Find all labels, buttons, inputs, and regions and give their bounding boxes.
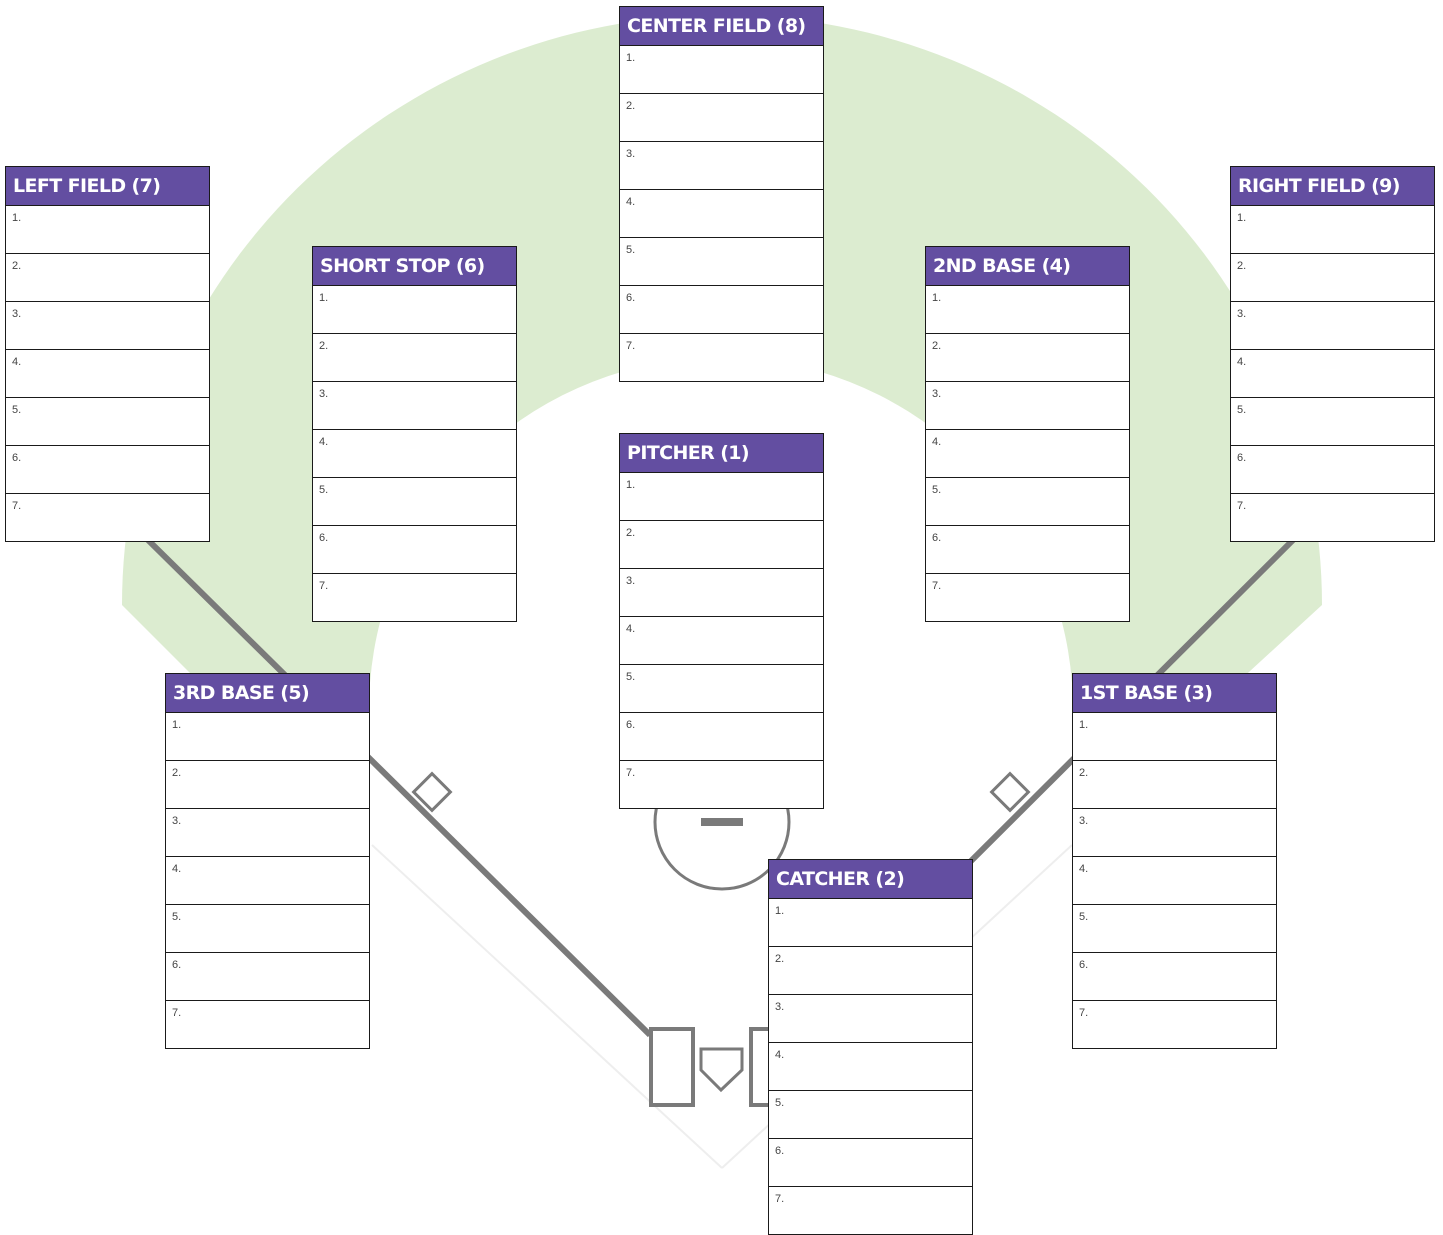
position-title: LEFT FIELD (7): [6, 167, 209, 206]
third-base-card: 3RD BASE (5)1.2.3.4.5.6. 7.: [165, 673, 370, 1049]
player-slot[interactable]: 1.: [769, 899, 972, 947]
player-slot[interactable]: 3.: [1073, 809, 1276, 857]
player-slot[interactable]: 5.: [6, 398, 209, 446]
player-slot[interactable]: 2.: [769, 947, 972, 995]
right-field-card: RIGHT FIELD (9)1.2.3.4.5.6. 7.: [1230, 166, 1435, 542]
player-slot[interactable]: 7.: [932, 580, 942, 592]
player-slot[interactable]: 6.: [620, 286, 823, 334]
player-slot[interactable]: 1.: [620, 46, 823, 94]
player-slot[interactable]: 5.: [769, 1091, 972, 1139]
third-base-bag: [411, 771, 453, 813]
position-title: CATCHER (2): [769, 860, 972, 899]
position-title: 3RD BASE (5): [166, 674, 369, 713]
position-title: CENTER FIELD (8): [620, 7, 823, 46]
player-slot[interactable]: 7.: [12, 500, 22, 512]
player-slot[interactable]: 3.: [620, 569, 823, 617]
player-slot[interactable]: 5.: [313, 478, 516, 526]
player-slot[interactable]: 6.: [769, 1139, 972, 1187]
player-slot[interactable]: 7.: [1237, 500, 1247, 512]
player-slot[interactable]: 6.: [620, 713, 823, 761]
first-base-bag: [989, 771, 1031, 813]
player-slot[interactable]: 6.: [313, 526, 516, 574]
first-base-card: 1ST BASE (3)1.2.3.4.5.6. 7.: [1072, 673, 1277, 1049]
player-slot[interactable]: 7.: [1079, 1007, 1089, 1019]
short-stop-card: SHORT STOP (6)1.2.3.4.5.6. 7.: [312, 246, 517, 622]
player-slot[interactable]: 5.: [926, 478, 1129, 526]
player-slot[interactable]: 3.: [166, 809, 369, 857]
player-slot[interactable]: 4.: [6, 350, 209, 398]
player-slot[interactable]: 2.: [1073, 761, 1276, 809]
center-field-card: CENTER FIELD (8)1.2.3.4.5.6. 7.: [619, 6, 824, 382]
player-slot[interactable]: 2.: [620, 94, 823, 142]
player-slot[interactable]: 3.: [313, 382, 516, 430]
player-slot[interactable]: 1.: [926, 286, 1129, 334]
player-slot[interactable]: 5.: [1231, 398, 1434, 446]
player-slot[interactable]: 6.: [926, 526, 1129, 574]
player-slot[interactable]: 5.: [620, 238, 823, 286]
player-slot[interactable]: 1.: [166, 713, 369, 761]
player-slot[interactable]: 2.: [1231, 254, 1434, 302]
player-slot[interactable]: 7.: [775, 1193, 785, 1205]
player-slot[interactable]: 3.: [6, 302, 209, 350]
player-slot[interactable]: 2.: [620, 521, 823, 569]
position-title: 2ND BASE (4): [926, 247, 1129, 286]
second-base-card: 2ND BASE (4)1.2.3.4.5.6. 7.: [925, 246, 1130, 622]
player-slot[interactable]: 7.: [172, 1007, 182, 1019]
position-title: 1ST BASE (3): [1073, 674, 1276, 713]
player-slot[interactable]: 3.: [926, 382, 1129, 430]
position-title: RIGHT FIELD (9): [1231, 167, 1434, 206]
player-slot[interactable]: 4.: [1073, 857, 1276, 905]
position-title: SHORT STOP (6): [313, 247, 516, 286]
player-slot[interactable]: 4.: [769, 1043, 972, 1091]
player-slot[interactable]: 6.: [1231, 446, 1434, 494]
player-slot[interactable]: 1.: [620, 473, 823, 521]
player-slot[interactable]: 6.: [1073, 953, 1276, 1001]
player-slot[interactable]: 3.: [620, 142, 823, 190]
player-slot[interactable]: 1.: [6, 206, 209, 254]
player-slot[interactable]: 2.: [166, 761, 369, 809]
left-field-card: LEFT FIELD (7)1.2.3.4.5.6. 7.: [5, 166, 210, 542]
player-slot[interactable]: 3.: [769, 995, 972, 1043]
player-slot[interactable]: 4.: [926, 430, 1129, 478]
player-slot[interactable]: 5.: [1073, 905, 1276, 953]
player-slot[interactable]: 1.: [1231, 206, 1434, 254]
player-slot[interactable]: 4.: [620, 617, 823, 665]
player-slot[interactable]: 4.: [166, 857, 369, 905]
player-slot[interactable]: 2.: [926, 334, 1129, 382]
third-base-foul-line: [145, 537, 653, 1038]
player-slot[interactable]: 7.: [319, 580, 329, 592]
pitchers-rubber: [701, 818, 743, 826]
position-title: PITCHER (1): [620, 434, 823, 473]
player-slot[interactable]: 4.: [313, 430, 516, 478]
player-slot[interactable]: 2.: [313, 334, 516, 382]
player-slot[interactable]: 7.: [626, 340, 636, 352]
player-slot[interactable]: 1.: [313, 286, 516, 334]
home-plate: [699, 1047, 744, 1093]
player-slot[interactable]: 4.: [1231, 350, 1434, 398]
player-slot[interactable]: 5.: [166, 905, 369, 953]
player-slot[interactable]: 5.: [620, 665, 823, 713]
player-slot[interactable]: 3.: [1231, 302, 1434, 350]
batters-box-left: [649, 1027, 695, 1107]
player-slot[interactable]: 7.: [626, 767, 636, 779]
player-slot[interactable]: 6.: [166, 953, 369, 1001]
player-slot[interactable]: 6.: [6, 446, 209, 494]
catcher-card: CATCHER (2)1.2.3.4.5.6. 7.: [768, 859, 973, 1235]
player-slot[interactable]: 4.: [620, 190, 823, 238]
player-slot[interactable]: 2.: [6, 254, 209, 302]
pitcher-card: PITCHER (1)1.2.3.4.5.6. 7.: [619, 433, 824, 809]
player-slot[interactable]: 1.: [1073, 713, 1276, 761]
